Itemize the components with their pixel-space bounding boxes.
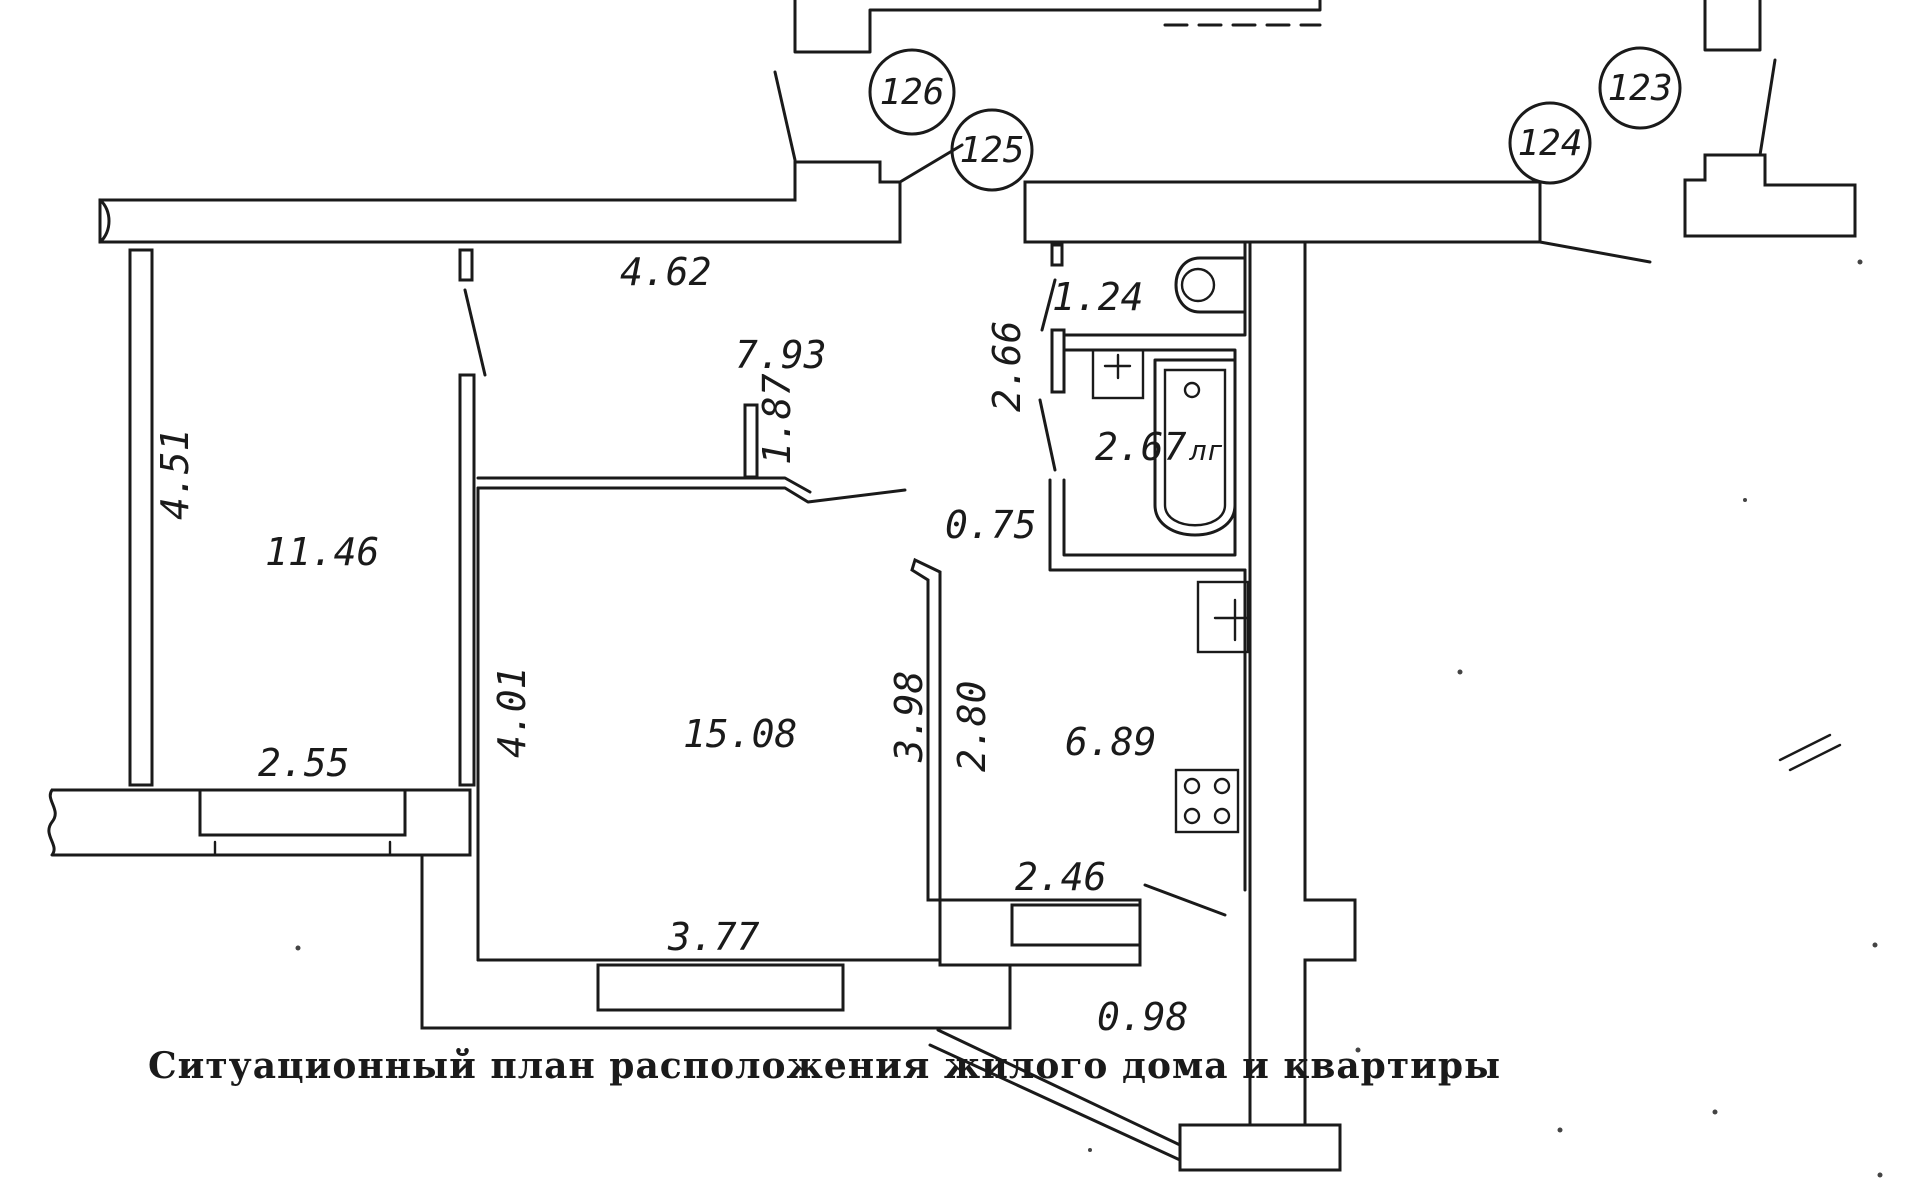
building-number-125: 125 — [898, 108, 1034, 192]
label-hall-depth: 1.87 — [755, 373, 799, 465]
label-bath-width: 1.24 — [1052, 275, 1144, 319]
svg-text:124: 124 — [1517, 123, 1582, 164]
plan-caption: Ситуационный план расположения жилого до… — [148, 1045, 1501, 1087]
label-hall-length: 4.62 — [620, 250, 712, 294]
label-balcony-area: 0.98 — [1097, 995, 1189, 1039]
building-number-124: 124 — [1508, 101, 1592, 185]
dimension-labels: 4.62 7.93 1.87 4.51 11.46 2.55 4.01 15.0… — [153, 250, 1224, 1039]
label-main-room-left-dim: 4.01 — [490, 666, 534, 758]
scan-specks — [295, 259, 1883, 1178]
label-bath-area: 2.67 — [1095, 425, 1187, 469]
label-main-room-area: 15.08 — [683, 712, 797, 756]
label-main-room-width: 3.77 — [667, 915, 760, 959]
label-corridor-width: 0.75 — [945, 503, 1037, 547]
building-number-126: 126 — [868, 48, 956, 136]
label-bath-depth: 2.66 — [985, 320, 1029, 412]
label-kitchen-width: 2.46 — [1015, 855, 1107, 899]
building-number-123: 123 — [1598, 46, 1682, 130]
interior-walls — [458, 240, 1652, 962]
svg-text:125: 125 — [959, 130, 1024, 171]
exterior-walls — [47, 153, 1857, 1172]
building-numbers: 126 125 124 123 — [868, 46, 1682, 192]
svg-text:126: 126 — [879, 72, 944, 113]
label-kitchen-depth: 2.80 — [950, 680, 994, 772]
label-main-room-right-dim: 3.98 — [887, 670, 931, 763]
svg-text:123: 123 — [1607, 68, 1672, 109]
label-left-room-area: 11.46 — [265, 530, 379, 574]
label-kitchen-area: 6.89 — [1065, 720, 1157, 764]
label-left-room-width: 2.55 — [258, 741, 350, 785]
upper-building-fragment — [773, 0, 1777, 162]
label-hall-area: 7.93 — [735, 333, 827, 377]
label-bath-room-type: лг — [1188, 434, 1224, 467]
label-left-room-height: 4.51 — [153, 428, 197, 520]
